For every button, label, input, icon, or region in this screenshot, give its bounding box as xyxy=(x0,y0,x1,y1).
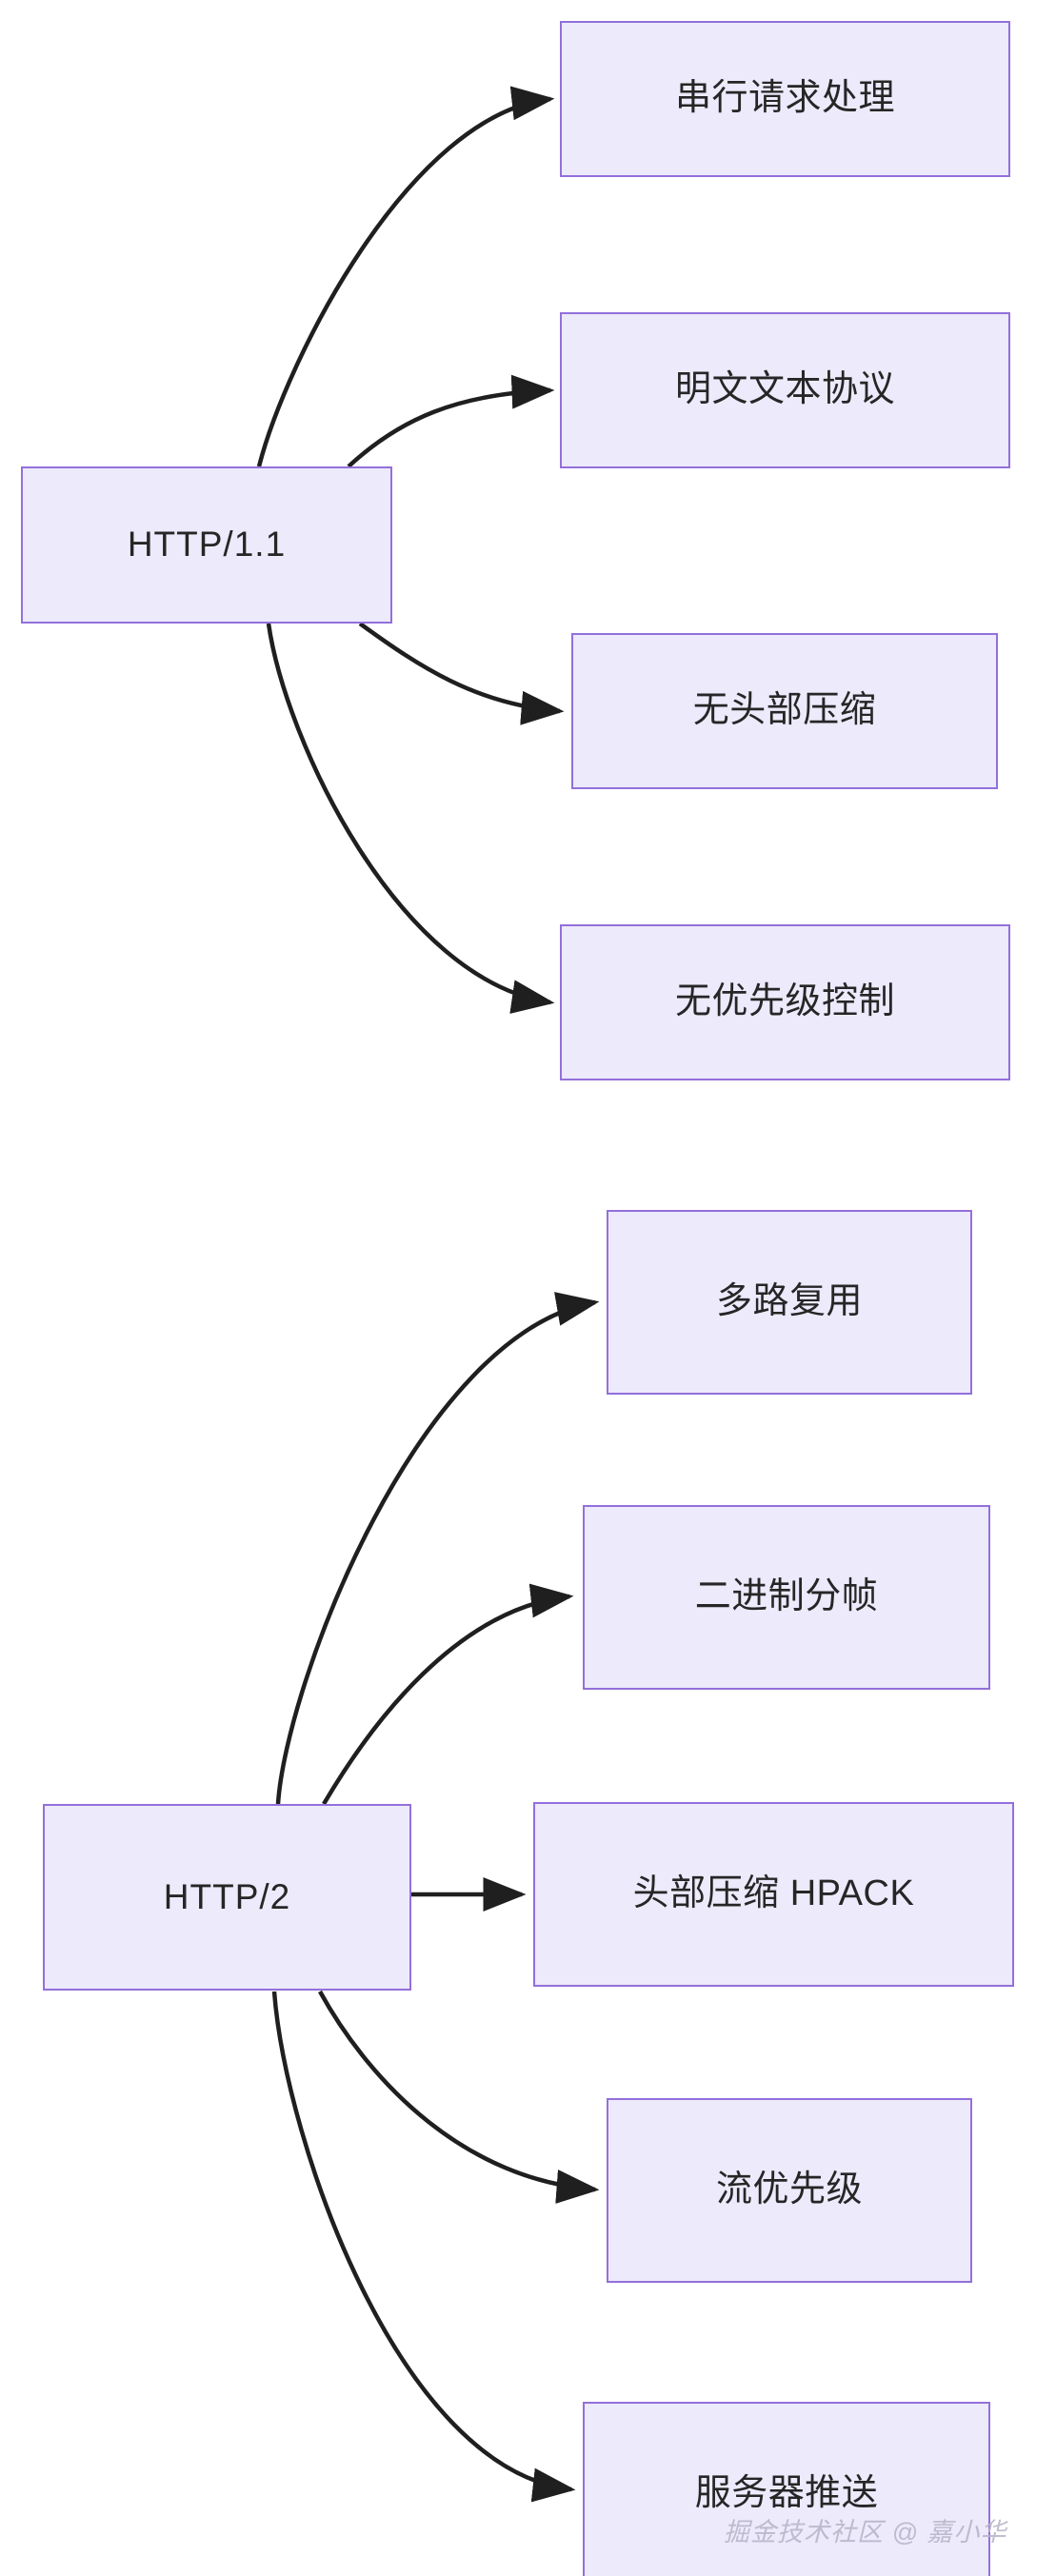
node-http2-child-4[interactable]: 流优先级 xyxy=(607,2098,972,2283)
node-label: 服务器推送 xyxy=(694,2473,879,2514)
node-label: HTTP/2 xyxy=(163,1876,291,1916)
edge-http11-to-child-1 xyxy=(256,86,555,467)
node-http11-child-2[interactable]: 明文文本协议 xyxy=(560,312,1010,468)
edge-http11-to-child-4 xyxy=(266,623,555,1014)
node-http11-child-3[interactable]: 无头部压缩 xyxy=(571,633,998,789)
node-label: 无优先级控制 xyxy=(674,981,895,1022)
node-http2-child-5[interactable]: 服务器推送 xyxy=(583,2402,990,2576)
node-label: 头部压缩 HPACK xyxy=(632,1873,915,1914)
node-label: 明文文本协议 xyxy=(674,369,895,410)
node-label: HTTP/1.1 xyxy=(127,525,287,565)
watermark: 掘金技术社区 @ 嘉小华 xyxy=(724,2518,1007,2546)
edge-http2-to-child-1 xyxy=(275,1292,600,1805)
edge-http11-to-child-2 xyxy=(347,374,555,468)
node-http2-child-1[interactable]: 多路复用 xyxy=(607,1210,972,1395)
edge-http11-to-child-3 xyxy=(358,622,565,725)
node-http11-child-4[interactable]: 无优先级控制 xyxy=(560,924,1010,1080)
node-http11-root[interactable]: HTTP/1.1 xyxy=(21,466,392,624)
node-label: 流优先级 xyxy=(715,2170,863,2210)
node-label: 串行请求处理 xyxy=(674,78,895,119)
node-label: 无头部压缩 xyxy=(692,690,877,731)
node-http2-root[interactable]: HTTP/2 xyxy=(43,1804,411,1991)
edge-http2-to-child-2 xyxy=(322,1583,574,1806)
edge-http2-to-child-4 xyxy=(318,1990,600,2204)
node-http2-child-3[interactable]: 头部压缩 HPACK xyxy=(533,1802,1014,1987)
node-label: 多路复用 xyxy=(715,1281,863,1322)
node-http2-child-2[interactable]: 二进制分帧 xyxy=(583,1505,990,1690)
node-label: 二进制分帧 xyxy=(694,1576,879,1617)
node-http11-child-1[interactable]: 串行请求处理 xyxy=(560,21,1010,177)
edge-http2-to-child-5 xyxy=(271,1991,576,2503)
